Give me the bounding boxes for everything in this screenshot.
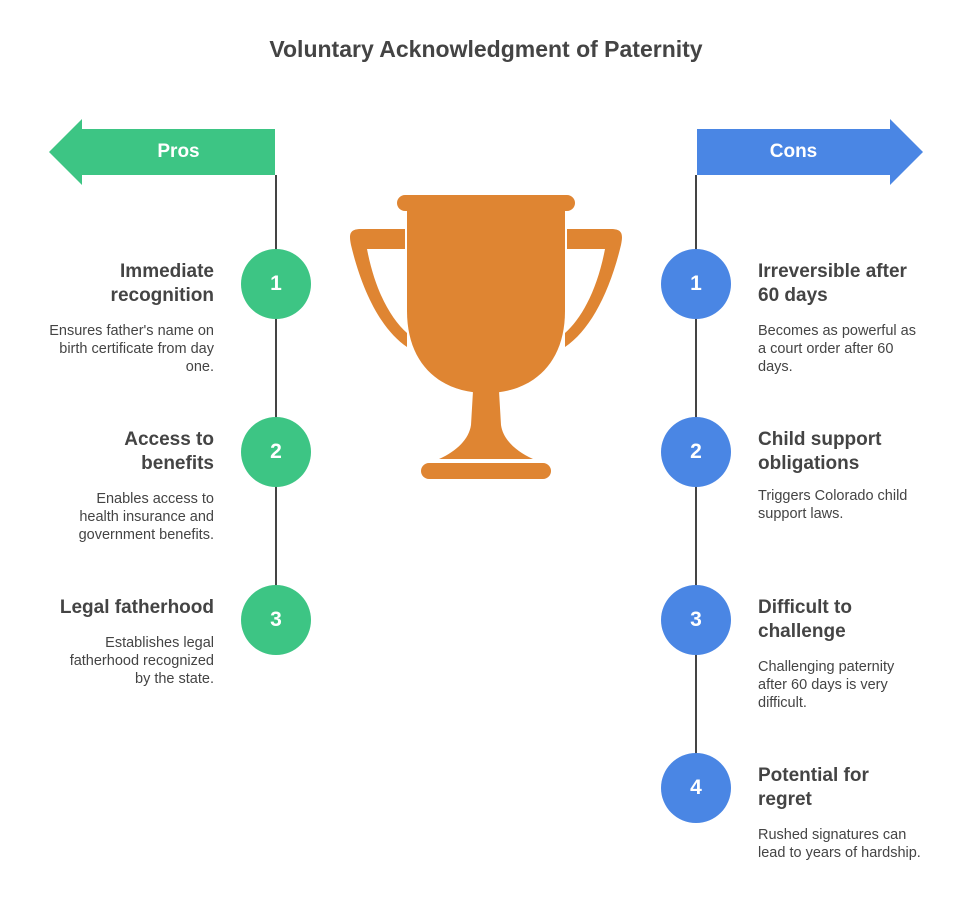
cons-item-4-desc: Rushed signatures can lead to years of h… bbox=[758, 827, 921, 861]
pros-item-3-title: Legal fatherhood bbox=[59, 597, 214, 618]
pros-item-1-desc: Ensures father's name on birth certifica… bbox=[49, 323, 214, 375]
cons-item-1-number: 1 bbox=[661, 249, 731, 319]
cons-item-2-desc: Triggers Colorado child support laws. bbox=[758, 488, 908, 522]
pros-label: Pros bbox=[157, 141, 200, 162]
pros-item-3-number: 3 bbox=[241, 585, 311, 655]
pros-item-1-title: Immediate recognition bbox=[110, 261, 214, 306]
cons-item-3-number: 3 bbox=[661, 585, 731, 655]
cons-item-2-number: 2 bbox=[661, 417, 731, 487]
pros-timeline-line bbox=[275, 175, 277, 587]
cons-item-4-number: 4 bbox=[661, 753, 731, 823]
cons-item-1-title: Irreversible after 60 days bbox=[758, 261, 907, 306]
trophy-icon bbox=[350, 195, 622, 479]
pros-item-1-number: 1 bbox=[241, 249, 311, 319]
cons-item-2-title: Child support obligations bbox=[758, 429, 882, 474]
page-title: Voluntary Acknowledgment of Paternity bbox=[269, 36, 703, 62]
right-arrow-icon bbox=[697, 119, 923, 185]
pros-item-2-desc: Enables access to health insurance and g… bbox=[78, 491, 214, 543]
pros-item-2-number: 2 bbox=[241, 417, 311, 487]
cons-item-3-desc: Challenging paternity after 60 days is v… bbox=[758, 659, 895, 711]
cons-item-3-title: Difficult to challenge bbox=[758, 597, 852, 642]
cons-banner: Cons bbox=[697, 119, 923, 185]
pros-banner: Pros bbox=[49, 119, 275, 185]
left-arrow-icon bbox=[49, 119, 275, 185]
cons-label: Cons bbox=[769, 141, 818, 162]
pros-item-3-desc: Establishes legal fatherhood recognized … bbox=[69, 635, 214, 687]
pros-item-2-title: Access to benefits bbox=[124, 429, 214, 474]
cons-item-1-desc: Becomes as powerful as a court order aft… bbox=[758, 323, 916, 375]
cons-item-4-title: Potential for regret bbox=[758, 765, 869, 810]
